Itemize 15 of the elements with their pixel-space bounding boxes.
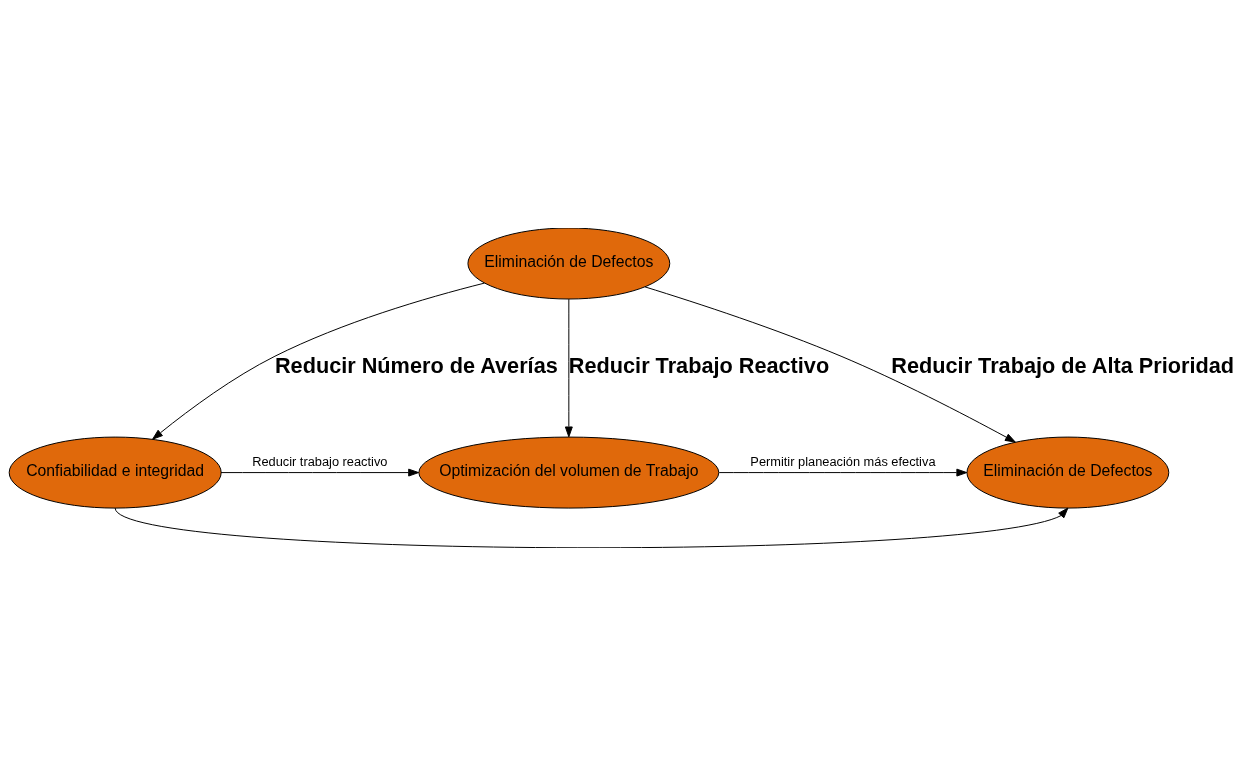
node-ellipse: Eliminación de Defectos bbox=[966, 436, 1170, 509]
node-ellipse: Confiabilidad e integridad bbox=[8, 436, 222, 509]
node-ellipse: Eliminación de Defectos bbox=[467, 228, 671, 300]
arrow bbox=[114, 507, 1069, 548]
arrow bbox=[152, 282, 485, 440]
node-ellipse: Optimización del volumen de Trabajo bbox=[418, 436, 720, 509]
edge-label: Reducir trabajo reactivo bbox=[252, 454, 388, 470]
edge-label: Permitir planeación más efectiva bbox=[750, 454, 936, 470]
edge-label: Reducir Trabajo de Alta Prioridad bbox=[891, 352, 1235, 378]
edge-label: Reducir Trabajo Reactivo bbox=[568, 352, 830, 378]
arrow bbox=[718, 468, 968, 477]
arrow bbox=[220, 468, 420, 477]
edge-label: Reducir Número de Averías bbox=[274, 352, 558, 378]
arrow bbox=[564, 298, 573, 438]
arrow bbox=[644, 286, 1016, 443]
